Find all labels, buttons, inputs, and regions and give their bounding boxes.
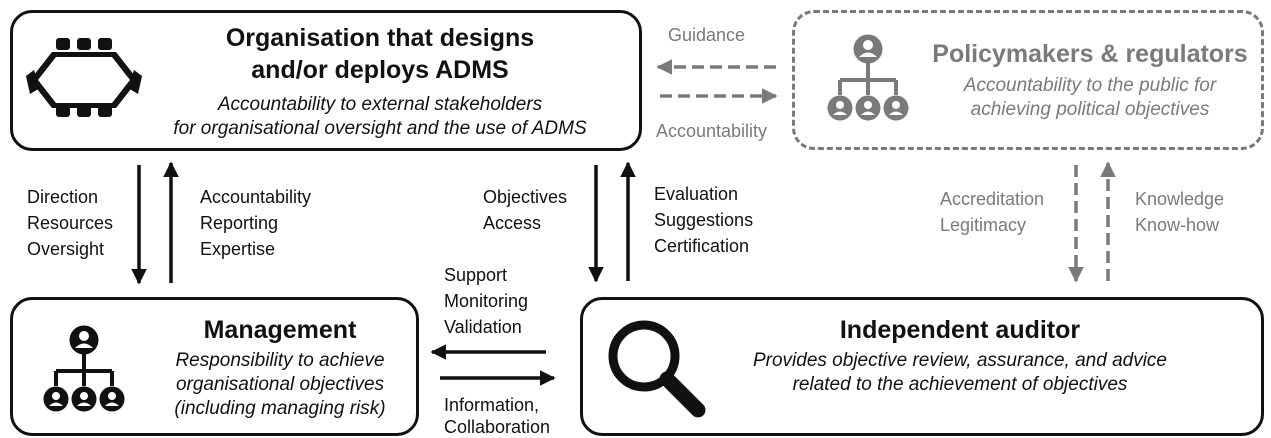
management-to-auditor-label: Information, Collaboration bbox=[444, 395, 551, 437]
policymakers-description: Accountability to the public for achievi… bbox=[963, 75, 1217, 120]
management-description: Responsibility to achieve organisational… bbox=[174, 350, 386, 419]
org-to-auditor-label: Objectives Access bbox=[483, 187, 568, 233]
management-title: Management bbox=[203, 316, 357, 344]
management-box bbox=[10, 297, 419, 436]
guidance-label: Guidance bbox=[668, 25, 746, 45]
policymakers-title: Policymakers & regulators bbox=[932, 40, 1248, 68]
org-to-management-label: Direction Resources Oversight bbox=[27, 187, 114, 259]
auditor-to-policy-label: Knowledge Know-how bbox=[1135, 189, 1225, 235]
organisation-description: Accountability to external stakeholders … bbox=[173, 94, 587, 139]
auditor-title: Independent auditor bbox=[839, 316, 1081, 344]
auditor-description: Provides objective review, assurance, an… bbox=[752, 350, 1167, 395]
conference-table-icon bbox=[26, 38, 142, 117]
policy-to-auditor-label: Accreditation Legitimacy bbox=[940, 189, 1045, 235]
hierarchy-icon bbox=[43, 325, 125, 412]
magnifier-icon bbox=[608, 320, 706, 418]
auditor-to-org-label: Evaluation Suggestions Certification bbox=[654, 184, 754, 256]
management-to-org-label: Accountability Reporting Expertise bbox=[200, 187, 312, 259]
hierarchy-icon bbox=[827, 34, 909, 121]
accountability-label: Accountability bbox=[656, 121, 768, 141]
auditor-to-management-label: Support Monitoring Validation bbox=[444, 265, 529, 337]
organisation-title: Organisation that designs and/or deploys… bbox=[225, 24, 535, 84]
